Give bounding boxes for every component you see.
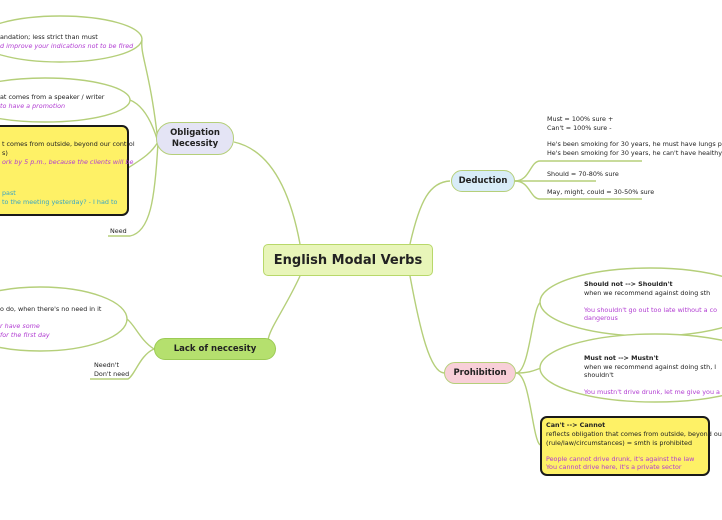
- edge-central-prohibition: [409, 275, 445, 374]
- obligation-card-past: past: [2, 189, 16, 197]
- deduction-must: Must = 100% sure +: [547, 115, 614, 123]
- obligation-bubble2-example: to have a promotion: [0, 102, 66, 110]
- need-label: Need: [110, 227, 127, 235]
- obligation-bubble1-line1: andation; less strict than must: [0, 33, 98, 41]
- lack-bubble-example2: for the first day: [0, 331, 50, 339]
- branch-deduction[interactable]: Deduction: [451, 170, 515, 192]
- prohibition-cant-example1: People cannot drive drunk, it's against …: [546, 455, 695, 463]
- deduction-may: May, might, could = 30-50% sure: [547, 188, 655, 196]
- obligation-card-line2: s): [2, 149, 8, 157]
- neednt-label: Needn't: [94, 361, 120, 369]
- deduction-should: Should = 70-80% sure: [547, 170, 619, 178]
- obligation-card-example1: ork by 5 p.m., because the clients will …: [2, 158, 134, 166]
- edge-obligation-need: [108, 141, 159, 237]
- deduction-cant: Can't = 100% sure -: [547, 124, 612, 132]
- obligation-bubble1-example: d improve your indications not to be fir…: [0, 42, 134, 50]
- dont-need-label: Don't need: [94, 370, 130, 378]
- obligation-bubble2-line1: at comes from a speaker / writer: [0, 93, 105, 101]
- prohibition-cant-title: Can't --> Cannot: [546, 421, 606, 429]
- edge-lack-neednt: [90, 348, 155, 380]
- prohibition-shouldnt-title: Should not --> Shouldn't: [584, 280, 673, 288]
- obligation-bubble2-shape: [0, 77, 131, 123]
- obligation-card-line1: t comes from outside, beyond our control: [2, 140, 135, 148]
- obligation-card-example2: to the meeting yesterday? - I had to: [2, 198, 118, 206]
- deduction-example1: He's been smoking for 30 years, he must …: [547, 140, 722, 148]
- edge-deduction-may: [514, 180, 642, 200]
- prohibition-shouldnt-example1: You shouldn't go out too late without a …: [584, 306, 718, 314]
- edge-central-deduction: [409, 180, 451, 245]
- branch-prohibition[interactable]: Prohibition: [444, 362, 516, 384]
- edge-deduction-group1: [514, 160, 642, 182]
- edge-prohibition-card: [515, 372, 541, 446]
- edge-prohibition-bubble1: [515, 301, 542, 374]
- branch-obligation-necessity[interactable]: Obligation Necessity: [156, 122, 234, 155]
- prohibition-shouldnt-example2: dangerous: [584, 314, 618, 322]
- prohibition-cant-desc1: reflects obligation that comes from outs…: [546, 430, 722, 438]
- branch-lack-of-necessity[interactable]: Lack of neccesity: [154, 338, 276, 360]
- edge-lack-bubble: [126, 318, 155, 350]
- central-topic[interactable]: English Modal Verbs: [263, 244, 433, 276]
- prohibition-cant-example2: You cannot drive here, it's a private se…: [546, 463, 682, 471]
- prohibition-card[interactable]: Can't --> Cannot reflects obligation tha…: [540, 416, 722, 476]
- prohibition-bubble1-shape: [539, 267, 722, 337]
- obligation-label-line1: Obligation: [170, 127, 220, 138]
- prohibition-bubble2-shape: [539, 333, 722, 403]
- prohibition-mustnt-desc1: when we recommend against doing sth, l: [584, 363, 717, 371]
- edge-obligation-card: [127, 141, 159, 169]
- lack-bubble-example1: r have some: [0, 322, 40, 330]
- obligation-label-line2: Necessity: [171, 138, 219, 149]
- obligation-card[interactable]: t comes from outside, beyond our control…: [0, 125, 135, 216]
- deduction-example2: He's been smoking for 30 years, he can't…: [547, 149, 722, 157]
- edge-central-obligation: [233, 141, 301, 245]
- prohibition-mustnt-title: Must not --> Mustn't: [584, 354, 659, 362]
- lack-bubble-line1: o do, when there's no need in it: [0, 305, 102, 313]
- prohibition-mustnt-example: You mustn't drive drunk, let me give you…: [584, 388, 720, 396]
- lack-bubble-shape: [0, 286, 128, 352]
- connector-lines: [0, 15, 722, 446]
- prohibition-cant-desc2: (rule/law/circumstances) = smth is prohi…: [546, 439, 693, 447]
- edge-central-lack: [267, 275, 301, 350]
- edge-obligation-bubble2: [129, 99, 159, 143]
- obligation-bubble1-shape: [0, 15, 143, 63]
- prohibition-mustnt-desc2: shouldn't: [584, 371, 614, 379]
- edge-obligation-bubble1: [141, 39, 159, 143]
- prohibition-shouldnt-desc: when we recommend against doing sth: [584, 289, 711, 297]
